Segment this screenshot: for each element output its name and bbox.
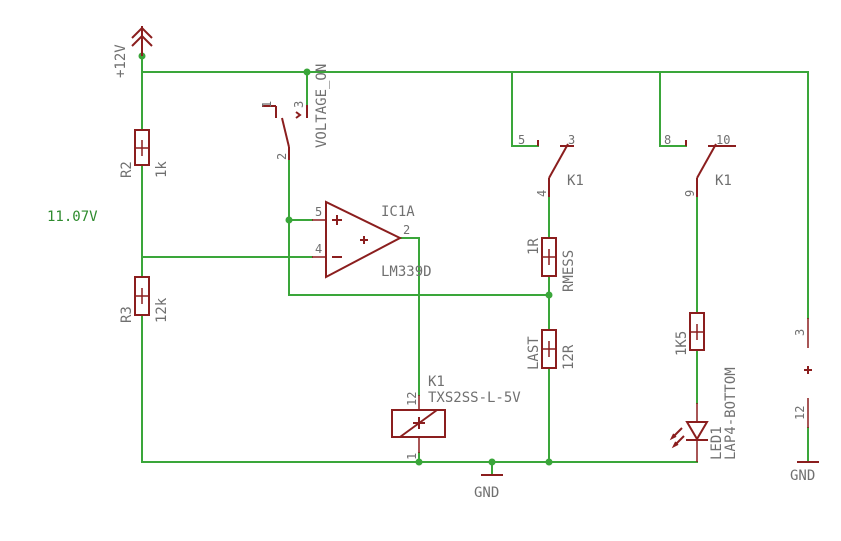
relay-coil-k1: 12 1 K1 TXS2SS-L-5V <box>391 374 521 460</box>
ground-2: GND <box>790 461 819 484</box>
switch-pin-1: 1 <box>260 101 274 108</box>
resistor-rmess: 1R RMESS <box>526 237 577 292</box>
supply-12v: +12V <box>113 26 153 78</box>
relay-a-pin-3: 3 <box>568 133 575 147</box>
rmess-name: RMESS <box>561 250 577 292</box>
switch-pin-2: 2 <box>275 153 289 160</box>
led-name: LED1 <box>709 426 725 460</box>
relay-a-name: K1 <box>567 173 584 189</box>
r2-value: 1k <box>154 161 170 178</box>
ic-pin-5: 5 <box>315 205 322 219</box>
coil-pin-1: 1 <box>405 453 419 460</box>
resistor-r3: R3 12k <box>119 276 170 323</box>
relay-b-pin-8: 8 <box>664 133 671 147</box>
junction-dot <box>285 216 293 224</box>
relay-b-pin-10: 10 <box>716 133 730 147</box>
coil-name: K1 <box>428 374 445 390</box>
last-name: LAST <box>526 336 542 370</box>
relay-a-pin-4: 4 <box>535 190 549 197</box>
supply-arrow-icon <box>131 26 153 56</box>
wires <box>141 55 809 476</box>
resistor-last: LAST 12R <box>526 329 577 370</box>
led-diode-icon <box>685 421 709 441</box>
switch-pin-3: 3 <box>292 101 306 108</box>
ic-type: LM339D <box>381 264 432 280</box>
relay-supply-pin-3: 3 <box>793 329 807 336</box>
comparator-ic1a: 5 4 2 IC1A LM339D <box>312 200 432 280</box>
junction-dot <box>415 458 423 466</box>
ic-name: IC1A <box>381 204 415 220</box>
voltage-on-label: VOLTAGE_ON <box>314 64 330 148</box>
r3-name: R3 <box>119 306 135 323</box>
relay-a-pin-5: 5 <box>518 133 525 147</box>
r-led-value: 1K5 <box>674 331 690 356</box>
resistor-led: 1K5 <box>674 312 705 356</box>
led-type: LAP4-BOTTOM <box>723 367 739 460</box>
voltage-readout: 11.07V <box>47 209 98 225</box>
relay-contact-a: 5 3 4 K1 <box>518 133 584 197</box>
switch-voltage-on: 1 2 3 VOLTAGE_ON <box>260 64 330 160</box>
led1: LED1 LAP4-BOTTOM <box>669 367 739 462</box>
ic-pin-2: 2 <box>403 223 410 237</box>
relay-supply-pin-12: 12 <box>793 406 807 420</box>
coil-type: TXS2SS-L-5V <box>428 390 521 406</box>
rmess-value: 1R <box>526 238 542 255</box>
junction-dot <box>303 68 311 76</box>
last-value: 12R <box>561 344 577 370</box>
resistor-r2: R2 1k <box>119 129 170 178</box>
ic-pin-4: 4 <box>315 242 322 256</box>
junction-dot <box>545 291 553 299</box>
led-emission-icon <box>669 427 685 449</box>
relay-b-pin-9: 9 <box>683 190 697 197</box>
junctions <box>138 52 553 466</box>
relay-supply-pins: 3 12 <box>793 318 812 428</box>
r3-value: 12k <box>154 297 170 323</box>
ground-label-1: GND <box>474 485 499 501</box>
coil-pin-12: 12 <box>405 392 419 406</box>
ground-label-2: GND <box>790 468 815 484</box>
supply-label: +12V <box>113 44 129 78</box>
relay-b-name: K1 <box>715 173 732 189</box>
junction-dot <box>488 458 496 466</box>
junction-dot <box>545 458 553 466</box>
ground-1: GND <box>474 474 503 501</box>
r2-name: R2 <box>119 161 135 178</box>
relay-contact-b: 8 10 9 K1 <box>664 133 736 197</box>
